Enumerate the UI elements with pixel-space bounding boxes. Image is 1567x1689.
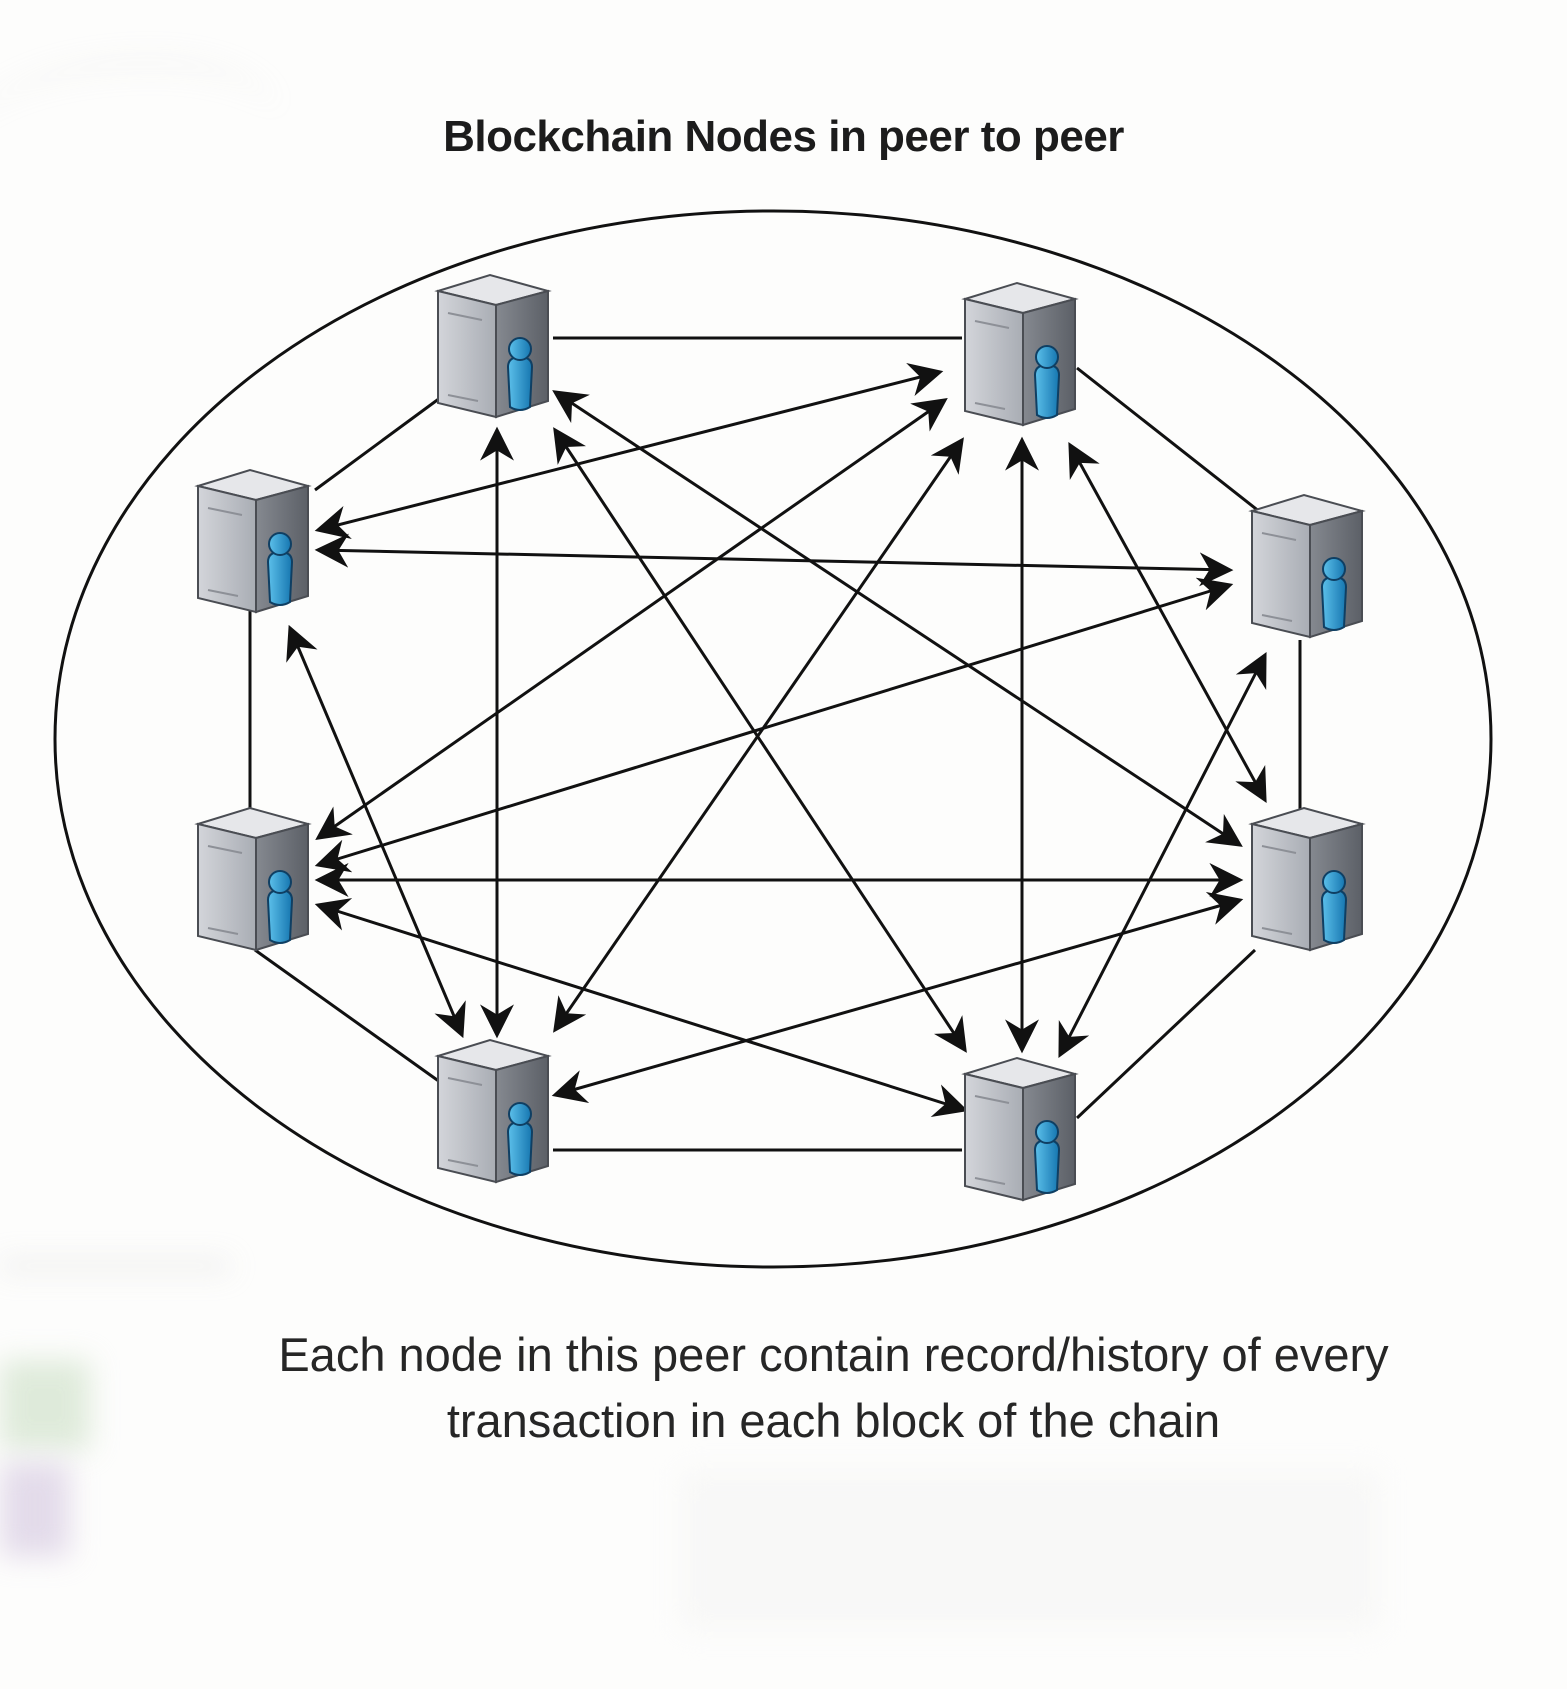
background-blur [0,1360,90,1450]
caption-line: transaction in each block of the chain [446,1394,1221,1447]
diagram-caption: Each node in this peer contain record/hi… [160,1322,1507,1454]
node-top-right [964,282,1076,426]
node-bottom-left [437,1039,549,1183]
peer-connections [286,363,1267,1117]
background-blur [0,60,280,206]
background-blur [0,1262,230,1270]
background-blur [0,1462,70,1557]
node-bottom-right [964,1057,1076,1201]
network-boundary [53,209,1493,1269]
node-left-lower [197,807,309,951]
node-top-left [437,274,549,418]
node-right-lower [1251,807,1363,951]
node-right-upper [1251,494,1363,638]
diagram-title: Blockchain Nodes in peer to peer [443,112,1124,161]
background-blur [680,1470,1380,1630]
node-left-upper [197,469,309,613]
caption-line: Each node in this peer contain record/hi… [278,1328,1389,1381]
ring-connections [248,336,1302,1152]
